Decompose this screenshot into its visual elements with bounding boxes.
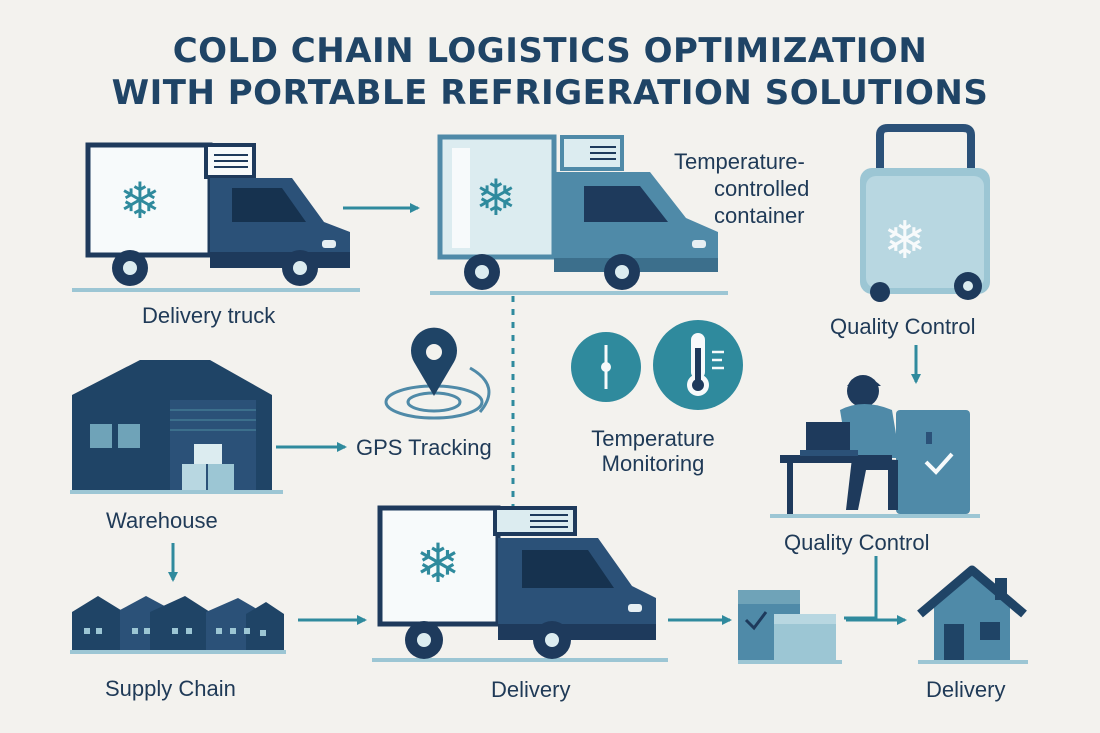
package-boxes-illustration	[738, 590, 842, 664]
label-supply-chain: Supply Chain	[105, 676, 236, 701]
title-line-1: COLD CHAIN LOGISTICS OPTIMIZATION	[172, 31, 928, 71]
label-container-line-2: controlled	[714, 176, 810, 201]
delivery-truck-illustration-2: ❄	[372, 505, 668, 662]
snowflake-icon: ❄	[119, 172, 161, 230]
thermometer-icon	[653, 320, 743, 410]
label-temperature-monitoring-line-1: Temperature	[591, 426, 715, 451]
warehouse-illustration	[70, 360, 283, 494]
checkmark-icon	[744, 611, 768, 631]
label-container-line-1: Temperature-	[674, 149, 805, 174]
snowflake-icon: ❄	[883, 211, 927, 271]
diagram-title: COLD CHAIN LOGISTICS OPTIMIZATION WITH P…	[0, 30, 1100, 114]
checkmark-icon	[924, 452, 954, 475]
delivery-truck-illustration: ❄	[72, 142, 360, 292]
label-quality-control-top: Quality Control	[830, 314, 976, 339]
laptop-icon	[800, 422, 858, 456]
dial-gauge-icon	[571, 332, 641, 402]
location-pin-icon	[384, 327, 491, 420]
house-icon	[917, 565, 1028, 664]
connector-qc-to-boxes	[844, 556, 878, 620]
label-delivery-center: Delivery	[491, 677, 571, 702]
label-gps-tracking: GPS Tracking	[356, 435, 492, 460]
snowflake-icon: ❄	[415, 532, 460, 595]
supply-chain-illustration	[70, 596, 286, 654]
label-temperature-monitoring-line-2: Monitoring	[601, 451, 705, 476]
label-quality-control-mid: Quality Control	[784, 530, 930, 555]
label-container-line-3: container	[714, 203, 805, 228]
label-delivery-right: Delivery	[926, 677, 1006, 702]
label-delivery-truck: Delivery truck	[142, 303, 276, 328]
quality-control-workstation	[770, 375, 980, 518]
snowflake-icon: ❄	[475, 169, 517, 227]
label-warehouse: Warehouse	[106, 508, 218, 533]
container-truck-illustration: ❄	[430, 134, 728, 295]
title-line-2: WITH PORTABLE REFRIGERATION SOLUTIONS	[111, 73, 989, 113]
portable-cooler-illustration: ❄	[860, 124, 990, 302]
